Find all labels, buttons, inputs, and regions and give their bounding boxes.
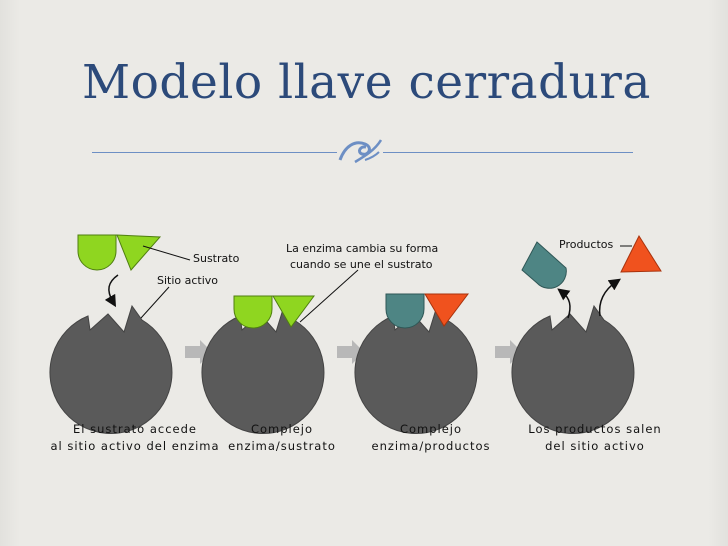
slide-title: Modelo llave cerradura [82, 55, 651, 110]
title-rule-right [383, 152, 633, 153]
substrate-triangle-piece [116, 234, 162, 271]
enzyme-shape [201, 304, 325, 434]
bound-substrate-round [233, 295, 273, 329]
bound-substrate-triangle [272, 295, 315, 328]
flourish-ornament-icon [338, 139, 383, 164]
step-3-caption-line2: enzima/productos [372, 439, 491, 453]
stage-3 [354, 293, 478, 434]
enzyme-shape [354, 304, 478, 434]
stage-4: Productos [511, 234, 662, 434]
enzyme-shape [511, 304, 635, 434]
step-2-caption-line1: Complejo [251, 422, 313, 436]
bound-product-triangle [424, 293, 469, 327]
stage-1: Sustrato Sitio activo [49, 234, 240, 434]
title-rule-left [92, 152, 337, 153]
callout-sitio-activo: Sitio activo [157, 274, 218, 287]
callout-productos: Productos [559, 238, 613, 251]
step-4-caption-line1: Los productos salen [528, 422, 661, 436]
callout-cambio-line1: La enzima cambia su forma [286, 242, 438, 255]
product-triangle-piece [620, 234, 662, 273]
stage-2: La enzima cambia su forma cuando se une … [201, 242, 438, 434]
callout-cambio-line2: cuando se une el sustrato [290, 258, 433, 271]
step-4-caption-line2: del sitio activo [545, 439, 645, 453]
captions: El sustrato accede al sitio activo del e… [50, 422, 661, 453]
product-round-piece [521, 241, 567, 289]
exit-arrow-left-icon [557, 288, 571, 319]
step-2-caption-line2: enzima/sustrato [228, 439, 336, 453]
step-1-caption-line2: al sitio activo del enzima [50, 439, 219, 453]
step-3-caption-line1: Complejo [400, 422, 462, 436]
substrate-round-piece [77, 234, 117, 271]
exit-arrow-right-icon [598, 278, 621, 317]
callout-sustrato: Sustrato [193, 252, 240, 265]
bound-product-round [385, 293, 425, 329]
step-1-caption-line1: El sustrato accede [73, 422, 197, 436]
enzyme-shape [49, 304, 173, 434]
entry-arrow-icon [104, 274, 119, 308]
